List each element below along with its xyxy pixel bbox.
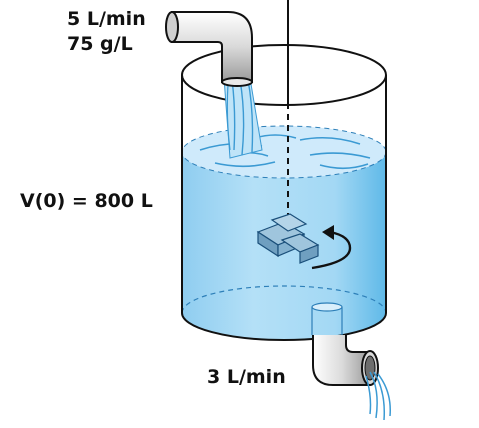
rotation-arrowhead (322, 225, 334, 240)
water-surface (181, 125, 387, 179)
inflow-rate-label: 5 L/min (67, 8, 146, 30)
inflow-stream (223, 77, 263, 159)
outlet-pipe-internal (311, 302, 343, 335)
initial-volume-label: V(0) = 800 L (20, 190, 153, 212)
inflow-concentration-label: 75 g/L (67, 33, 133, 55)
outflow-rate-label: 3 L/min (207, 366, 286, 388)
inlet-pipe (165, 11, 253, 87)
tank-bottom-front (181, 312, 387, 341)
rotation-arrow (311, 230, 352, 270)
outlet-pipe (312, 335, 379, 386)
tank-bottom-back (181, 285, 387, 314)
tank-rim-front (181, 74, 387, 106)
outflow-stream (365, 371, 391, 421)
stirrer-blades (256, 213, 320, 264)
tank-rim-back (181, 44, 387, 76)
